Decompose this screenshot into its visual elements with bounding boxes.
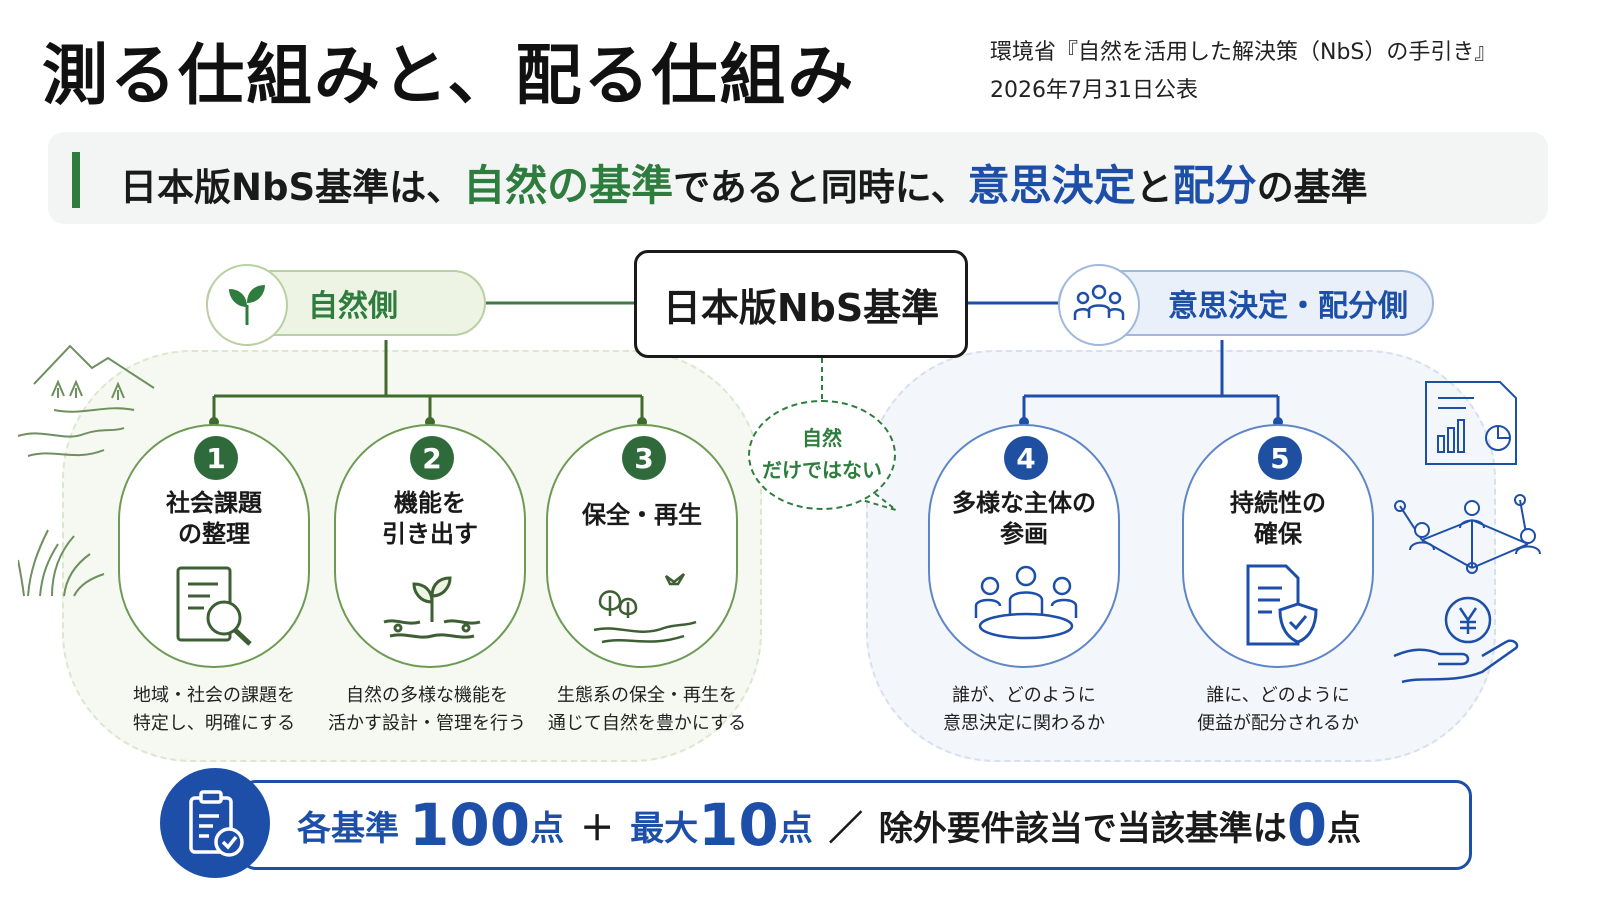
- scoring-plus: ＋: [580, 808, 615, 849]
- criterion-card-1: 1 社会課題 の整理: [118, 424, 310, 668]
- criterion-number: 5: [1258, 436, 1302, 480]
- criterion-card-2: 2 機能を 引き出す: [334, 424, 526, 668]
- scoring-text: 各基準 100 点 ＋ 最大 10 点 ／ 除外要件該当で当該基準は 0 点: [297, 783, 1361, 867]
- source-title: 環境省『自然を活用した解決策（NbS）の手引き』: [990, 40, 1497, 65]
- criterion-title: 持続性の 確保: [1230, 489, 1326, 548]
- banner-part2: であると同時に、: [673, 166, 968, 209]
- document-shield-icon: [1224, 562, 1336, 652]
- clipboard-check-icon: [160, 768, 270, 878]
- not-only-nature-bubble: 自然 だけではない: [748, 400, 896, 510]
- people-group-icon: [1058, 264, 1140, 346]
- grass-illustration: [18, 529, 105, 597]
- criterion-number: 2: [410, 436, 454, 480]
- criterion-title: 機能を 引き出す: [382, 489, 478, 548]
- criterion-desc-1: 地域・社会の課題を 特定し、明確にする: [132, 685, 296, 734]
- bubble-line2: だけではない: [762, 458, 882, 482]
- scoring-value1: 100: [409, 791, 531, 859]
- decision-side-pill: 意思決定・配分側: [1058, 264, 1434, 346]
- forest-river-icon: [588, 562, 700, 652]
- chart-document-illustration: [1425, 381, 1517, 465]
- sprout-network-icon: [376, 562, 488, 652]
- criterion-card-5: 5 持続性の 確保: [1182, 424, 1374, 668]
- page-title: 測る仕組みと、配る仕組み: [42, 37, 856, 114]
- scoring-value3: 0: [1286, 791, 1328, 859]
- scoring-bar: 各基準 100 点 ＋ 最大 10 点 ／ 除外要件該当で当該基準は 0 点: [240, 780, 1472, 870]
- bubble-line1: 自然: [802, 426, 842, 450]
- leaf-icon: [206, 264, 288, 346]
- scoring-part3: 除外要件該当で当該基準は: [878, 808, 1287, 849]
- scoring-unit3: 点: [1327, 808, 1362, 849]
- nature-side-label: 自然側: [308, 289, 398, 324]
- scoring-unit1: 点: [530, 808, 565, 849]
- network-people-illustration: [1394, 494, 1541, 574]
- criterion-title: 社会課題 の整理: [166, 489, 262, 548]
- nature-side-pill: 自然側: [206, 264, 486, 346]
- criterion-card-4: 4 多様な主体の 参画: [928, 424, 1120, 668]
- criterion-card-3: 3 保全・再生: [546, 424, 738, 668]
- center-standard-box: 日本版NbS基準: [634, 250, 968, 358]
- banner-part3: と: [1135, 166, 1173, 209]
- banner-highlight-nature: 自然の基準: [463, 161, 674, 210]
- document-search-icon: [160, 562, 272, 652]
- criterion-desc-5: 誰に、どのように 便益が配分されるか: [1197, 685, 1359, 734]
- scoring-part2: 最大: [630, 808, 699, 849]
- banner-highlight-decision: 意思決定: [967, 161, 1136, 210]
- banner-accent-bar: [72, 152, 80, 208]
- criterion-desc-2: 自然の多様な機能を 活かす設計・管理を行う: [328, 685, 526, 734]
- criterion-desc-4: 誰が、どのように 意思決定に関わるか: [943, 685, 1105, 734]
- criterion-title: 多様な主体の 参画: [952, 489, 1096, 548]
- summary-banner: 日本版NbS基準は、自然の基準であると同時に、意思決定と配分の基準: [48, 132, 1548, 224]
- decision-side-label: 意思決定・配分側: [1168, 289, 1408, 324]
- scoring-value2: 10: [698, 791, 779, 859]
- yen-hand-icon: [1393, 596, 1519, 684]
- criterion-desc-3: 生態系の保全・再生を 通じて自然を豊かにする: [547, 685, 747, 734]
- scoring-slash: ／: [828, 808, 863, 849]
- criterion-number: 3: [622, 436, 666, 480]
- scoring-unit2: 点: [778, 808, 813, 849]
- source-date: 2026年7月31日公表: [990, 78, 1198, 103]
- criterion-number: 1: [194, 436, 238, 480]
- criterion-number: 4: [1004, 436, 1048, 480]
- scoring-part1: 各基準: [297, 808, 399, 849]
- banner-highlight-distribution: 配分: [1172, 161, 1257, 210]
- banner-text: 日本版NbS基準は、自然の基準であると同時に、意思決定と配分の基準: [120, 152, 1368, 213]
- source-citation: 環境省『自然を活用した解決策（NbS）の手引き』 2026年7月31日公表: [990, 34, 1496, 110]
- criterion-title: 保全・再生: [582, 501, 702, 529]
- banner-part4: の基準: [1256, 166, 1368, 209]
- mountain-river-illustration: [17, 344, 155, 457]
- banner-part1: 日本版NbS基準は、: [120, 166, 464, 209]
- meeting-table-icon: [970, 562, 1082, 652]
